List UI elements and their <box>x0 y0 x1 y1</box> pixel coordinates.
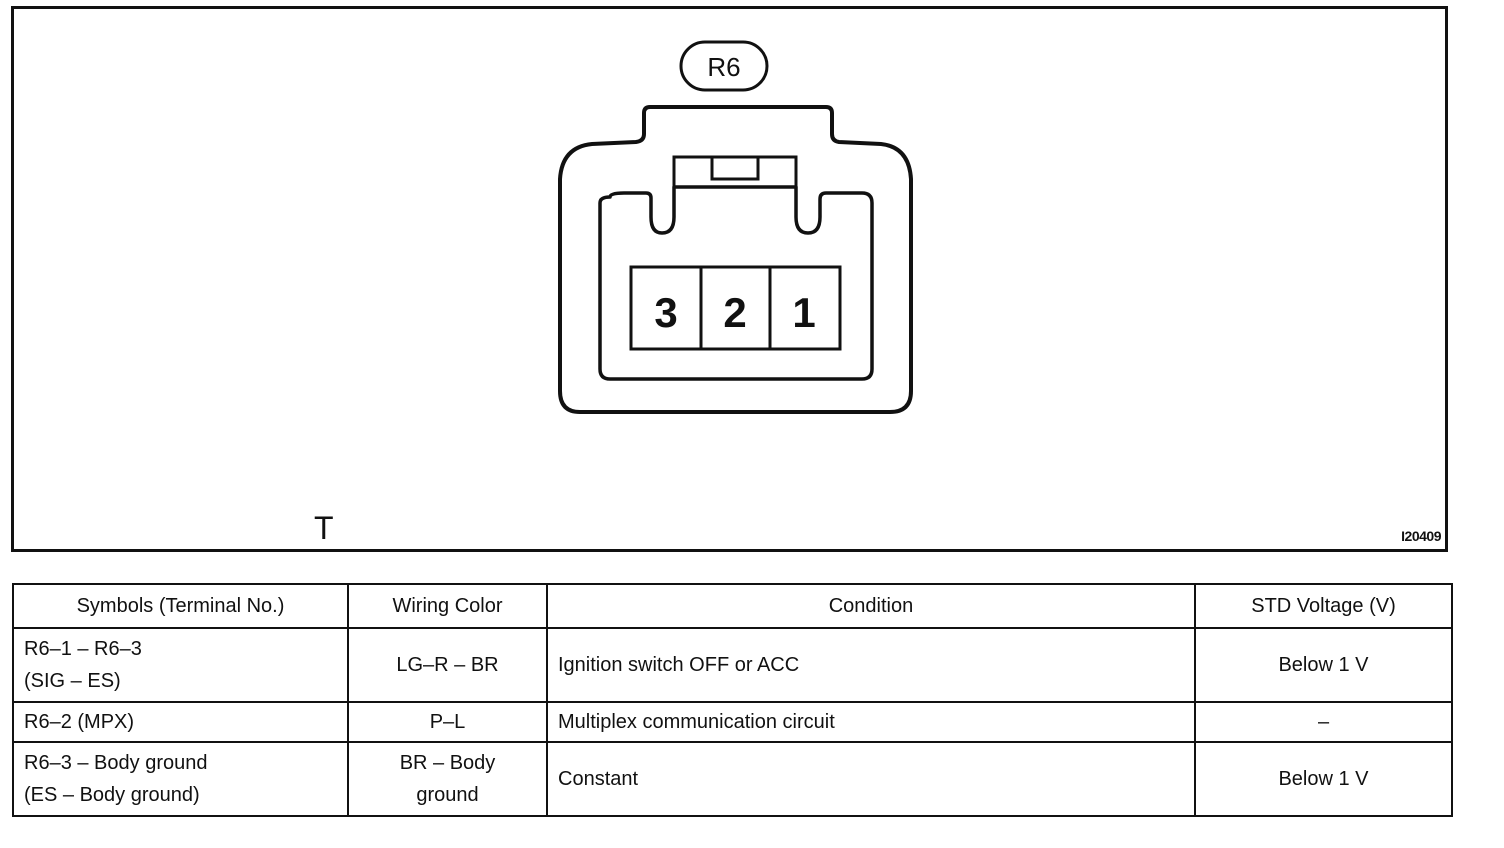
cell-std-voltage: – <box>1194 701 1453 743</box>
cell-line: BR – Body <box>399 752 496 774</box>
terminal-3-label: 3 <box>654 289 677 336</box>
cell-condition: Multiplex communication circuit <box>546 701 1196 743</box>
table-header-row: Symbols (Terminal No.) Wiring Color Cond… <box>12 583 1453 629</box>
cell-wiring-color: BR – Body ground <box>347 741 548 817</box>
connector-drawing: R6 3 2 1 <box>558 40 913 414</box>
terminal-block <box>629 265 842 351</box>
terminal-2-label: 2 <box>723 289 746 336</box>
header-wiring-color: Wiring Color <box>347 583 548 629</box>
cell-line: R6–1 – R6–3 <box>24 638 142 660</box>
cell-std-voltage: Below 1 V <box>1194 627 1453 703</box>
cell-line: P–L <box>429 711 466 733</box>
cell-line: ground <box>416 784 479 806</box>
view-letter: T <box>314 510 334 546</box>
connector-diagram: R6 3 2 1 T I20409 <box>11 6 1448 552</box>
header-symbols: Symbols (Terminal No.) <box>12 583 349 629</box>
figure-code: I20409 <box>1401 528 1441 544</box>
header-std-voltage: STD Voltage (V) <box>1194 583 1453 629</box>
connector-tag-outline <box>679 40 769 92</box>
cell-line: R6–2 (MPX) <box>24 711 135 733</box>
table-row: R6–3 – Body ground (ES – Body ground) BR… <box>12 741 1453 817</box>
terminal-spec-table: Symbols (Terminal No.) Wiring Color Cond… <box>12 583 1453 817</box>
connector-tag-label: R6 <box>707 52 740 82</box>
terminal-1-label: 1 <box>792 289 815 336</box>
cell-symbols: R6–2 (MPX) <box>12 701 349 743</box>
cell-wiring-color: LG–R – BR <box>347 627 548 703</box>
connector-housing <box>558 105 913 414</box>
header-condition: Condition <box>546 583 1196 629</box>
cell-condition: Ignition switch OFF or ACC <box>546 627 1196 703</box>
connector-cavity <box>598 185 874 381</box>
cell-std-voltage: Below 1 V <box>1194 741 1453 817</box>
lock-latch <box>672 155 798 189</box>
cell-symbols: R6–3 – Body ground (ES – Body ground) <box>12 741 349 817</box>
cell-condition: Constant <box>546 741 1196 817</box>
table-row: R6–2 (MPX) P–L Multiplex communication c… <box>12 701 1453 743</box>
cell-wiring-color: P–L <box>347 701 548 743</box>
cell-line: LG–R – BR <box>396 654 499 676</box>
cell-line: (SIG – ES) <box>24 670 121 692</box>
cell-symbols: R6–1 – R6–3 (SIG – ES) <box>12 627 349 703</box>
table-row: R6–1 – R6–3 (SIG – ES) LG–R – BR Ignitio… <box>12 627 1453 703</box>
cell-line: (ES – Body ground) <box>24 784 200 806</box>
cell-line: R6–3 – Body ground <box>24 752 208 774</box>
lock-latch-key <box>710 155 760 181</box>
